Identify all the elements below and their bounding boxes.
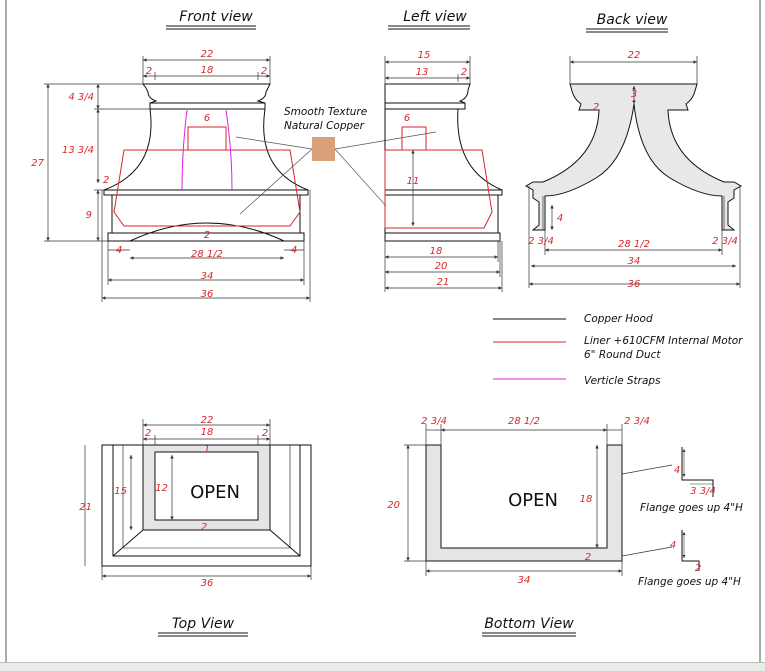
bottom-dim-height-outer: 20 xyxy=(387,500,400,511)
bottom-dim-leg-right: 2 3/4 xyxy=(624,416,650,427)
svg-text:Top View: Top View xyxy=(172,616,235,632)
front-dim-top-width: 22 xyxy=(201,49,214,60)
top-dim-side-left: 2 xyxy=(145,428,151,439)
title-bottom-view: Bottom View xyxy=(482,616,576,637)
svg-text:Left view: Left view xyxy=(403,9,467,25)
back-dim-top-center: 3 xyxy=(631,89,637,100)
front-dim-overall-width: 36 xyxy=(201,289,214,300)
left-dim-inner-depth: 13 xyxy=(416,67,429,78)
top-open-label: OPEN xyxy=(190,482,240,503)
top-view-drawing xyxy=(101,444,312,567)
top-dim-height-inner: 12 xyxy=(155,483,168,494)
bottom-dim-height-inner: 18 xyxy=(580,494,593,505)
left-dim-21: 21 xyxy=(437,277,450,288)
bottom-dim-base: 2 xyxy=(585,552,591,563)
front-dim-band-height: 2 xyxy=(103,175,109,186)
front-dim-base-height: 9 xyxy=(86,210,92,221)
top-dim-mark-bottom: 2 xyxy=(201,522,207,533)
front-view-drawing xyxy=(103,83,309,242)
copper-swatch xyxy=(312,137,335,161)
back-dim-corner: 2 xyxy=(593,102,599,113)
bottom-dim-leg-left: 2 3/4 xyxy=(421,416,447,427)
legend-label-copper: Copper Hood xyxy=(584,313,653,325)
top-dim-inner: 18 xyxy=(201,427,214,438)
title-front-view: Front view xyxy=(166,9,256,30)
flange-detail-2: 4 2 Flange goes up 4"H xyxy=(638,530,741,588)
svg-text:Natural Copper: Natural Copper xyxy=(284,120,365,132)
front-dim-side-right: 2 xyxy=(261,66,267,77)
bottom-dimensions xyxy=(404,424,673,576)
back-dim-opening: 28 1/2 xyxy=(618,239,650,250)
front-dim-opening: 28 1/2 xyxy=(191,249,223,260)
title-left-view: Left view xyxy=(388,9,470,30)
svg-text:Back view: Back view xyxy=(597,12,668,28)
flange2-dim-b: 2 xyxy=(695,563,701,574)
svg-text:Smooth Texture: Smooth Texture xyxy=(284,106,367,118)
left-dim-18: 18 xyxy=(430,246,443,257)
top-dim-mark-top: 1 xyxy=(204,444,210,455)
back-dim-leg-left: 2 3/4 xyxy=(528,236,554,247)
left-dim-duct: 6 xyxy=(404,113,410,124)
back-dim-34: 34 xyxy=(628,256,641,267)
left-dim-top-depth: 15 xyxy=(418,50,431,61)
left-dim-liner-height: 11 xyxy=(407,176,420,187)
flange2-dim-a: 4 xyxy=(670,540,676,551)
left-dimensions xyxy=(384,56,503,292)
legend: Copper Hood Liner +610CFM Internal Motor… xyxy=(493,313,743,387)
top-dim-overall-width: 36 xyxy=(201,578,214,589)
front-view-straps xyxy=(181,109,233,191)
title-back-view: Back view xyxy=(586,12,668,33)
top-dim-width: 22 xyxy=(201,415,214,426)
legend-label-straps: Verticle Straps xyxy=(584,375,661,387)
legend-label-duct: 6" Round Duct xyxy=(584,349,661,361)
front-dimensions xyxy=(44,56,311,302)
svg-text:Bottom View: Bottom View xyxy=(484,616,574,632)
back-dim-leg-right: 2 3/4 xyxy=(712,236,738,247)
front-dim-arch-rise: 2 xyxy=(204,230,210,241)
top-dim-side-right: 2 xyxy=(262,428,268,439)
front-dim-side-left: 2 xyxy=(146,66,152,77)
legend-label-liner: Liner +610CFM Internal Motor xyxy=(584,335,743,347)
window-status-bar xyxy=(0,662,765,671)
bottom-open-label: OPEN xyxy=(508,490,558,511)
flange1-dim-a: 4 xyxy=(674,465,680,476)
front-dim-leg-left: 4 xyxy=(116,245,122,256)
left-view-liner xyxy=(384,126,493,229)
back-dimensions xyxy=(528,56,741,288)
front-view-liner xyxy=(113,126,301,227)
front-dim-inner-width: 18 xyxy=(201,65,214,76)
top-dimensions xyxy=(84,419,312,580)
back-dim-36: 36 xyxy=(628,279,641,290)
left-dim-20: 20 xyxy=(435,261,448,272)
flange2-note: Flange goes up 4"H xyxy=(638,576,741,588)
back-view-drawing xyxy=(524,83,743,231)
front-dim-crown-height: 4 3/4 xyxy=(68,92,94,103)
title-top-view: Top View xyxy=(158,616,248,637)
front-dim-body-height: 13 3/4 xyxy=(62,145,94,156)
bottom-dim-width: 34 xyxy=(518,575,531,586)
front-dim-duct: 6 xyxy=(204,113,210,124)
front-dim-leg-right: 4 xyxy=(291,245,297,256)
left-dim-side: 2 xyxy=(461,67,467,78)
top-dim-height-outer: 21 xyxy=(79,502,92,513)
back-dim-top-width: 22 xyxy=(628,50,641,61)
flange1-dim-b: 3 3/4 xyxy=(690,486,716,497)
svg-text:Front view: Front view xyxy=(179,9,253,25)
back-dim-leg-height: 4 xyxy=(557,213,563,224)
top-dim-height-mid: 15 xyxy=(114,486,127,497)
flange1-note: Flange goes up 4"H xyxy=(640,502,743,514)
front-dim-base-width: 34 xyxy=(201,271,214,282)
flange-detail-1: 4 3 3/4 Flange goes up 4"H xyxy=(640,447,743,514)
bottom-dim-opening: 28 1/2 xyxy=(508,416,540,427)
front-dim-overall-height: 27 xyxy=(31,158,44,169)
